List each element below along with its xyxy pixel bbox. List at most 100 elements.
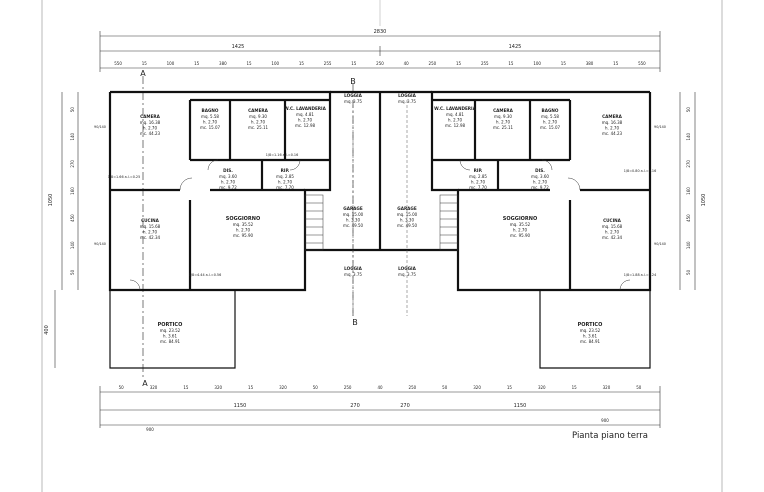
left-room-value: mq. 35.52 [233, 222, 254, 227]
dim-top-segment: 15 [142, 61, 148, 66]
dim-bottom-half-left: 1150 [234, 403, 247, 409]
left-room-name: BAGNO [202, 108, 219, 113]
dim-left-segment: 50 [70, 269, 75, 275]
right-room-value: h. 3.30 [400, 218, 414, 223]
left-room-name: CAMERA [248, 108, 269, 113]
dim-bottom-segment: 40 [377, 385, 383, 390]
right-room-value: h. 3.61 [583, 334, 597, 339]
right-room-value: h. 2.70 [543, 120, 557, 125]
left-room-name: DIS. [223, 168, 233, 173]
section-line-a: A A [140, 69, 148, 388]
right-room-name: W.C. LAVANDERIA [434, 106, 476, 111]
right-room-name: CAMERA [602, 114, 623, 119]
dim-top-segment: 250 [376, 61, 384, 66]
window-tag: 90/140 [94, 242, 106, 246]
left-room-name: CUCINA [141, 218, 160, 223]
right-room-value: mq. 35.52 [510, 222, 531, 227]
dim-left-segment: 140 [70, 241, 75, 249]
right-room-name: DIS. [535, 168, 545, 173]
dim-right-segment: 50 [686, 269, 691, 275]
dim-top-segment: 255 [324, 61, 332, 66]
dim-left-segment: 450 [70, 214, 75, 222]
dim-bottom-segment: 50 [636, 385, 642, 390]
left-room-value: mc. 15.07 [200, 125, 221, 130]
dim-top-segment: 15 [299, 61, 305, 66]
dim-bottom-segment: 15 [572, 385, 578, 390]
dim-half-left: 1425 [232, 44, 245, 50]
left-room-value: h. 2.70 [251, 120, 265, 125]
right-room-value: mc. 44.23 [602, 131, 623, 136]
dim-left-segment: 270 [70, 160, 75, 168]
section-marker-b-bottom: B [352, 318, 358, 327]
right-room-name: LOGGIA [398, 266, 417, 271]
dim-top-segment: 15 [456, 61, 462, 66]
ratio-note: 1/8=1.66 a.l.=0.25 [108, 175, 141, 179]
dim-bottom-segment: 320 [603, 385, 611, 390]
dim-top-segment: 15 [194, 61, 200, 66]
left-room-value: h. 3.30 [346, 218, 360, 223]
right-room-value: mq. 16.38 [602, 120, 623, 125]
dim-bottom-segment: 320 [279, 385, 287, 390]
left-room-value: mc. 44.23 [140, 131, 161, 136]
dim-top-segment: 15 [561, 61, 567, 66]
left-room-value: h. 2.70 [143, 230, 157, 235]
right-room-name: GARAGE [397, 206, 417, 211]
dim-top-segment: 380 [586, 61, 594, 66]
right-room-value: mc. 49.50 [397, 223, 418, 228]
dim-top-segment: 550 [638, 61, 646, 66]
window-tag: 90/140 [654, 242, 666, 246]
left-room-value: mc. 7.70 [276, 185, 294, 190]
dim-bottom-segment: 320 [150, 385, 158, 390]
right-room-value: mc. 9.72 [531, 185, 549, 190]
dim-right-segment: 50 [686, 107, 691, 113]
right-room-value: mq. 2.85 [469, 174, 487, 179]
left-room-value: mq. 3.75 [344, 272, 362, 277]
top-dimension-lines [99, 31, 661, 72]
right-room-value: h. 2.70 [605, 230, 619, 235]
left-room-value: mq. 15.68 [140, 224, 161, 229]
dim-bottom-segment: 250 [409, 385, 417, 390]
left-room-name: PORTICO [158, 322, 183, 328]
dim-bottom-segment: 320 [473, 385, 481, 390]
right-room-value: mq. 3.75 [398, 99, 416, 104]
section-marker-a-top: A [140, 69, 146, 78]
building-walls [108, 90, 652, 292]
bottom-dimension-lines [99, 386, 661, 428]
left-room-name: RIP. [281, 168, 290, 173]
left-room-value: h. 2.70 [236, 228, 250, 233]
side-dimension-lines [54, 92, 696, 368]
right-room-value: mc. 12.98 [445, 123, 466, 128]
left-room-name: CAMERA [140, 114, 161, 119]
left-room-value: h. 3.61 [163, 334, 177, 339]
right-room-value: mc. 15.07 [540, 125, 561, 130]
left-room-value: mq. 16.38 [140, 120, 161, 125]
left-room-value: mq. 5.58 [201, 114, 219, 119]
ratio-note: 1/8=1.88 a.l.=0.24 [624, 273, 657, 277]
dim-left-segment: 160 [70, 187, 75, 195]
dim-right-segment: 450 [686, 214, 691, 222]
left-room-name: W.C. LAVANDERIA [284, 106, 326, 111]
dim-top-segment: 15 [508, 61, 514, 66]
right-room-value: mq. 23.52 [580, 328, 601, 333]
right-room-value: mc. 25.11 [493, 125, 514, 130]
right-room-name: BAGNO [542, 108, 559, 113]
right-room-name: CUCINA [603, 218, 622, 223]
dim-top-segment: 255 [481, 61, 489, 66]
dim-bottom-segment: 15 [183, 385, 189, 390]
ratio-notes: 1/8=1.66 a.l.=0.251/8=1.16 a.l.=0.161/8=… [108, 153, 657, 277]
left-room-name: LOGGIA [344, 266, 363, 271]
dim-top-segment: 250 [429, 61, 437, 66]
left-room-value: mc. 42.34 [140, 235, 161, 240]
section-line-b: B B [350, 77, 358, 327]
left-room-value: h. 2.70 [143, 126, 157, 131]
door-swings [129, 159, 631, 291]
left-room-name: LOGGIA [344, 93, 363, 98]
right-room-value: mq. 15.68 [602, 224, 623, 229]
left-room-name: SOGGIORNO [226, 216, 260, 222]
dim-top-segment: 100 [167, 61, 175, 66]
right-room-value: mq. 15.00 [397, 212, 418, 217]
